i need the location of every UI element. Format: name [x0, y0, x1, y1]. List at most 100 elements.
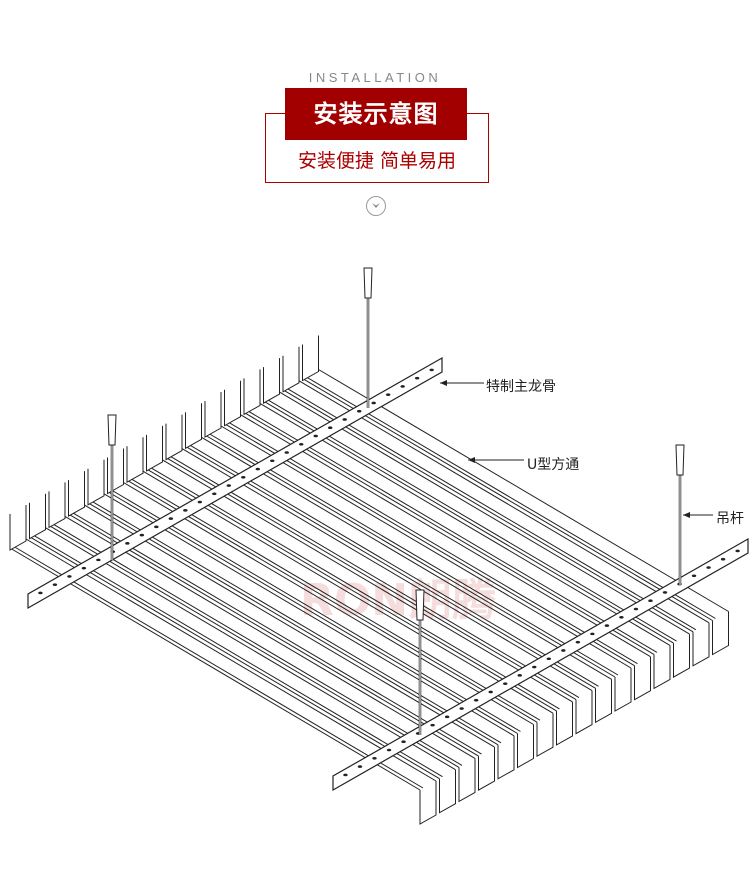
section-subtitle-en: INSTALLATION — [308, 70, 442, 85]
carrier-slot — [342, 418, 347, 421]
u-channel-end — [614, 668, 632, 712]
u-channel-body — [224, 414, 651, 667]
u-channel-start-end — [29, 493, 46, 540]
carrier-slot — [372, 757, 377, 760]
u-channel-body — [204, 425, 632, 678]
u-channel-body — [87, 493, 515, 746]
u-channel-body — [302, 369, 729, 621]
carrier-slot — [401, 740, 406, 744]
main-keel-carrier — [27, 356, 443, 610]
u-channel-start-end — [204, 392, 222, 438]
u-channel-body — [126, 470, 554, 723]
u-channel-start-end — [107, 448, 124, 495]
u-channel-body — [68, 504, 495, 757]
carrier-slot — [241, 475, 246, 479]
carrier-slot — [154, 525, 159, 529]
u-channel-body — [146, 459, 573, 712]
carrier-slot — [503, 682, 508, 685]
carrier-slot — [590, 632, 595, 636]
u-channel-body — [29, 527, 456, 780]
carrier-slot — [619, 615, 624, 619]
carrier-slot — [444, 715, 450, 719]
carrier-slot — [386, 748, 392, 752]
u-channel-start-end — [126, 437, 144, 484]
u-channel-end — [673, 634, 690, 678]
section-title: 安装示意图 — [285, 88, 467, 140]
carrier-slot — [313, 434, 318, 438]
carrier-slot — [81, 566, 87, 570]
carrier-slot — [662, 591, 668, 594]
hanger-clip — [415, 589, 425, 621]
callout-arrow — [440, 380, 447, 386]
u-channel-end — [536, 713, 554, 758]
carrier-slot — [371, 401, 376, 405]
u-channel-end — [458, 758, 476, 803]
carrier-slot — [38, 591, 43, 595]
carrier-slot — [183, 509, 188, 512]
hanger-clip — [675, 444, 685, 476]
carrier-slot — [400, 385, 405, 388]
u-channel-end — [556, 701, 573, 746]
u-channel-body — [165, 448, 593, 701]
carrier-slot — [96, 558, 101, 562]
u-channel-end — [575, 690, 593, 735]
carrier-slot — [67, 575, 72, 578]
u-channel-end — [497, 735, 515, 780]
carrier-slot — [517, 674, 522, 677]
u-channel-start-end — [146, 425, 163, 472]
u-channel-body — [263, 391, 690, 644]
carrier-slot — [459, 707, 464, 710]
callout-arrow — [683, 512, 690, 518]
u-channel-start-end — [68, 471, 85, 517]
carrier-slot — [255, 467, 260, 471]
u-channel-body — [107, 482, 534, 734]
hanger-clip — [107, 414, 117, 446]
u-channel-end — [595, 679, 612, 724]
carrier-slot — [706, 566, 711, 569]
u-channel-start-end — [263, 358, 280, 404]
u-channel-start-end — [282, 346, 300, 393]
u-channel-end — [692, 622, 710, 667]
carrier-slot — [561, 649, 566, 652]
u-channel-end — [419, 781, 437, 825]
carrier-slot — [429, 368, 434, 372]
carrier-slot — [720, 557, 726, 561]
carrier-slot — [125, 542, 130, 545]
u-channel-start-end — [48, 482, 66, 529]
u-channel-end — [439, 769, 456, 814]
u-channel-start-end — [87, 459, 105, 506]
carrier-slot — [52, 583, 58, 586]
u-channel-end — [634, 656, 651, 701]
u-channel-body — [185, 436, 612, 689]
u-channel-start-end — [243, 369, 261, 416]
u-channel-start-end — [9, 505, 27, 551]
carrier-slot — [139, 533, 145, 537]
carrier-slot — [270, 459, 275, 463]
u-channel-start-end — [185, 403, 202, 450]
carrier-slot — [284, 451, 289, 454]
u-channel-end — [712, 611, 729, 656]
u-channel-body — [243, 402, 671, 655]
carrier-slot — [648, 599, 653, 602]
label-hanger-rod: 吊杆 — [716, 511, 744, 527]
carrier-slot — [735, 549, 740, 553]
u-channel-body — [9, 538, 437, 791]
carrier-slot — [414, 376, 420, 380]
carrier-slot — [532, 665, 537, 669]
chevron-down-circle-icon[interactable] — [366, 196, 386, 216]
u-channel-body — [282, 380, 710, 633]
u-channel-start-end — [302, 335, 319, 382]
u-channel-body — [48, 515, 476, 768]
carrier-slot — [604, 624, 610, 627]
carrier-slot — [299, 442, 304, 446]
carrier-slot — [328, 426, 333, 430]
carrier-slot — [357, 765, 363, 768]
label-u-channel: U型方通 — [527, 457, 580, 473]
carrier-slot — [357, 409, 362, 413]
u-channel-end — [517, 724, 534, 769]
u-channel-start-end — [165, 414, 183, 461]
hanger-clip — [363, 267, 373, 299]
carrier-slot — [212, 492, 217, 496]
